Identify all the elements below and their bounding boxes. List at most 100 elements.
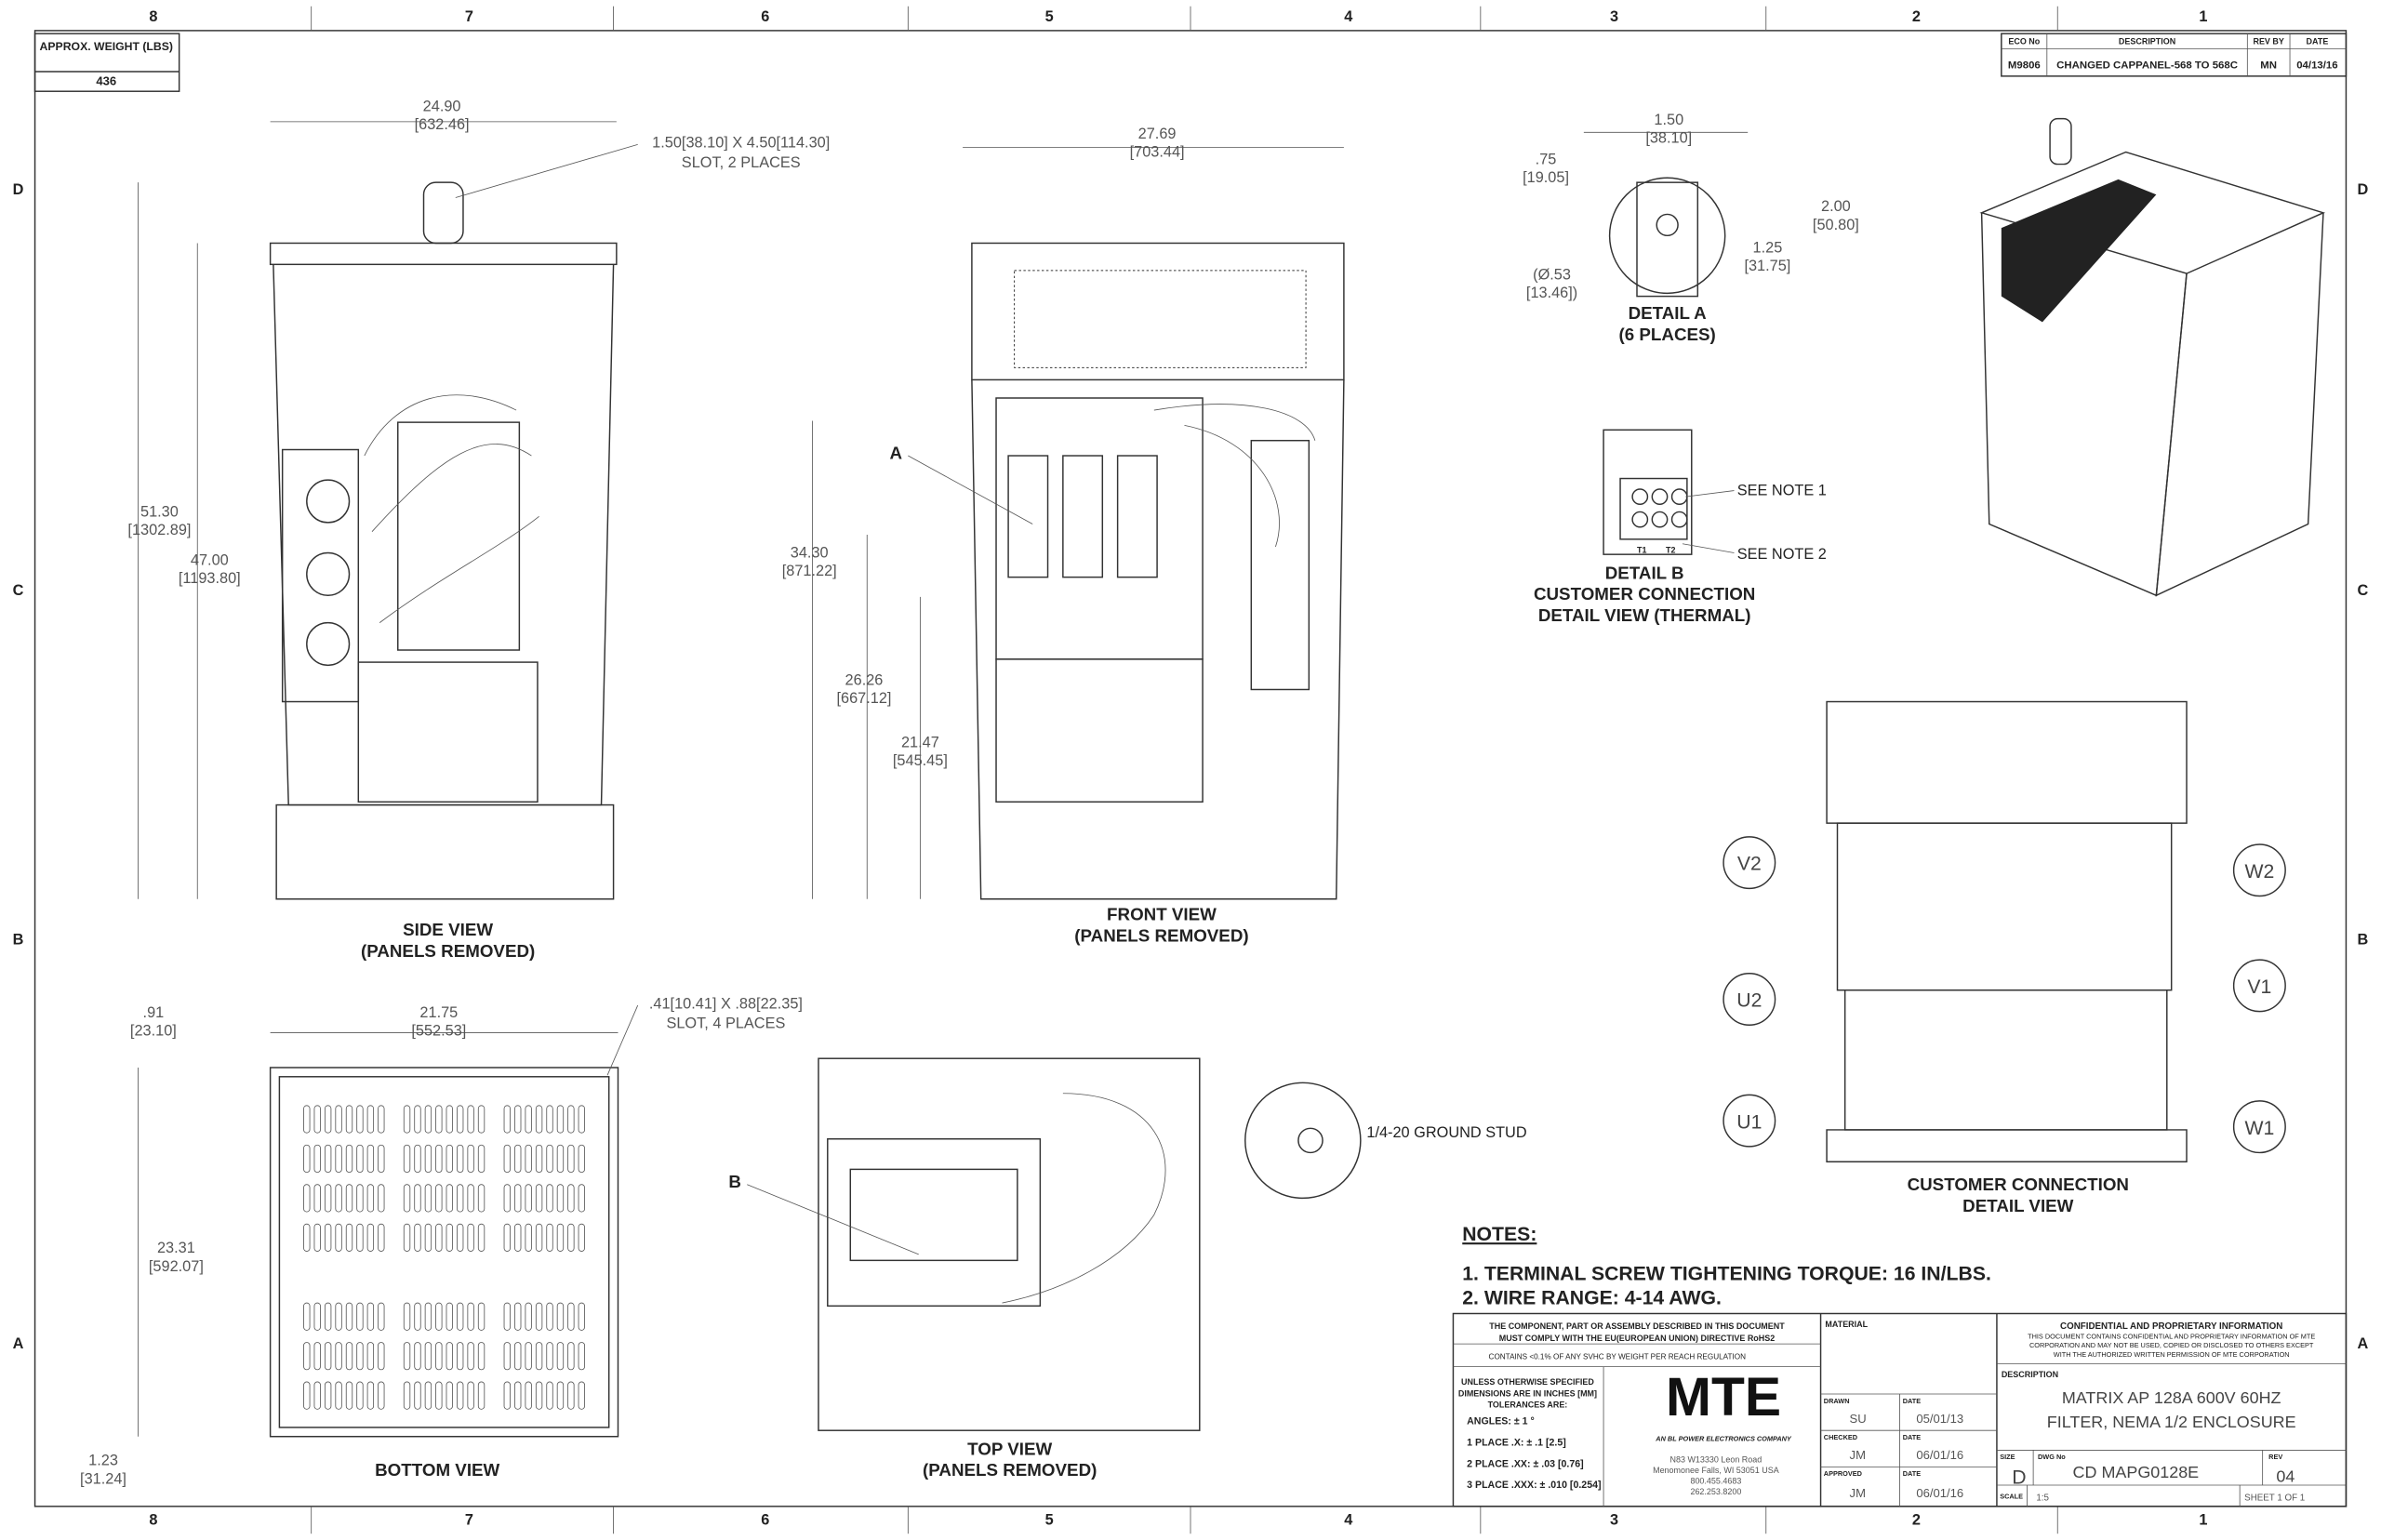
bottom-view-title: BOTTOM VIEW: [375, 1460, 499, 1480]
address-2: Menomonee Falls, WI 53051 USA: [1653, 1466, 1779, 1475]
terminal-callout-u2: [1723, 973, 1776, 1027]
address-1: N83 W13330 Leon Road: [1670, 1454, 1762, 1464]
dwg-no-value: CD MAPG0128E: [2073, 1463, 2200, 1481]
approved-label: APPROVED: [1824, 1469, 1862, 1478]
scale-value: 1:5: [2036, 1493, 2049, 1503]
zone-row-D: D: [2358, 181, 2369, 198]
view-labels: SIDE VIEW (PANELS REMOVED) FRONT VIEW (P…: [361, 303, 2129, 1480]
terminal-label: V1: [2247, 976, 2271, 998]
top-view-subtitle: (PANELS REMOVED): [923, 1460, 1097, 1480]
zone-row-C: C: [2358, 582, 2369, 599]
terminal-label: U1: [1736, 1111, 1762, 1133]
bottom-view: [269, 1067, 619, 1438]
tol-line-3: TOLERANCES ARE:: [1488, 1401, 1568, 1410]
revision-block: ECO No DESCRIPTION REV BY DATE M9806 CHA…: [2001, 33, 2348, 77]
address-phone-1: 800.455.4683: [1690, 1476, 1741, 1485]
zone-column-2: 2: [1912, 1511, 1921, 1528]
zone-column-1: 1: [2199, 1511, 2207, 1528]
rev-header-by: REV BY: [2253, 37, 2283, 46]
weight-box: APPROX. WEIGHT (LBS) 436: [33, 33, 180, 92]
dimension-mm: [1193.80]: [179, 570, 241, 587]
customer-view-subtitle: DETAIL VIEW: [1962, 1196, 2073, 1215]
dimension-mm: [50.80]: [1813, 217, 1859, 233]
zone-row-C: C: [13, 582, 24, 599]
zone-row-A: A: [13, 1335, 24, 1352]
side-view-subtitle: (PANELS REMOVED): [361, 941, 535, 961]
dimension-annotations: 24.90[632.46]51.30[1302.89]47.00[1193.80…: [80, 98, 1859, 1487]
zone-column-6: 6: [761, 1511, 769, 1528]
rev-value: 04: [2276, 1467, 2295, 1486]
top-view-title: TOP VIEW: [967, 1439, 1052, 1458]
dimension-mm: [19.05]: [1523, 169, 1569, 186]
drawn-label: DRAWN: [1824, 1397, 1850, 1405]
drawing-border: [33, 30, 2348, 1507]
rohs-line-1: THE COMPONENT, PART OR ASSEMBLY DESCRIBE…: [1489, 1321, 1785, 1331]
dimension-inches: .75: [1536, 152, 1557, 168]
see-note-2: SEE NOTE 2: [1737, 546, 1827, 563]
zone-column-7: 7: [465, 1511, 473, 1528]
dimension-mm: [31.24]: [80, 1470, 126, 1487]
zone-column-3: 3: [1610, 1511, 1618, 1528]
approved-by: JM: [1850, 1486, 1866, 1500]
dimension-mm: [632.46]: [415, 116, 470, 133]
zone-row-B: B: [13, 932, 24, 949]
slot-2-places-size: 1.50[38.10] X 4.50[114.30]: [652, 135, 830, 152]
detail-a-subtitle: (6 PLACES): [1619, 325, 1716, 344]
terminal-callout-w1: [2232, 1100, 2286, 1154]
checked-date-label: DATE: [1903, 1433, 1922, 1441]
dimension-mm: [667.12]: [836, 690, 891, 707]
detail-b: [1603, 429, 1735, 555]
confidential-line-2: CORPORATION AND MAY NOT BE USED, COPIED …: [2029, 1341, 2314, 1349]
checked-date: 06/01/16: [1916, 1448, 1963, 1462]
dimension-mm: [552.53]: [411, 1023, 466, 1040]
dimension-inches: 34.30: [791, 544, 829, 561]
zone-column-5: 5: [1045, 1511, 1054, 1528]
notes-title: NOTES:: [1462, 1224, 1536, 1245]
detail-b-subtitle-1: CUSTOMER CONNECTION: [1534, 584, 1755, 604]
slot-2-places-note: SLOT, 2 PLACES: [682, 154, 801, 171]
rev-header-desc: DESCRIPTION: [2119, 37, 2175, 46]
zone-column-3: 3: [1610, 8, 1618, 25]
description-label: DESCRIPTION: [2002, 1370, 2058, 1379]
notes: NOTES: 1. TERMINAL SCREW TIGHTENING TORQ…: [1462, 1224, 1991, 1309]
size-value: D: [2012, 1467, 2026, 1488]
ground-stud-label: 1/4-20 GROUND STUD: [1366, 1124, 1526, 1141]
dimension-inches: 51.30: [140, 503, 179, 520]
weight-label: APPROX. WEIGHT (LBS): [40, 40, 173, 53]
terminal-callout-v1: [2232, 959, 2286, 1013]
dimension-mm: [592.07]: [149, 1258, 204, 1275]
detail-b-marker: B: [728, 1172, 741, 1191]
zone-column-8: 8: [149, 8, 157, 25]
detail-a-title: DETAIL A: [1629, 303, 1708, 323]
mte-tagline: AN BL POWER ELECTRONICS COMPANY: [1655, 1435, 1792, 1443]
dimension-inches: 21.75: [419, 1004, 458, 1021]
dimension-inches: 1.23: [88, 1453, 118, 1469]
weight-value: 436: [96, 74, 116, 88]
drawn-date: 05/01/13: [1916, 1412, 1963, 1426]
see-note-1: SEE NOTE 1: [1737, 482, 1827, 498]
ground-stud-detail: [1244, 1082, 1362, 1200]
scale-label: SCALE: [2000, 1493, 2023, 1501]
tol-line-2: DIMENSIONS ARE IN INCHES [MM]: [1458, 1388, 1597, 1398]
top-view: [818, 1057, 1362, 1431]
mte-logo: MTE: [1666, 1367, 1781, 1427]
title-block: THE COMPONENT, PART OR ASSEMBLY DESCRIBE…: [1452, 1312, 2348, 1507]
zone-column-2: 2: [1912, 8, 1921, 25]
drawn-date-label: DATE: [1903, 1397, 1922, 1405]
dimension-mm: [38.10]: [1645, 130, 1692, 147]
rev-desc: CHANGED CAPPANEL-568 TO 568C: [2056, 60, 2238, 72]
dimension-inches: (Ø.53: [1533, 267, 1571, 284]
rev-header-date: DATE: [2307, 37, 2329, 46]
slot-4-places-note: SLOT, 4 PLACES: [666, 1016, 785, 1032]
dimension-inches: 24.90: [423, 98, 461, 114]
note-2: 2. WIRE RANGE: 4-14 AWG.: [1462, 1288, 1722, 1309]
zone-column-8: 8: [149, 1511, 157, 1528]
detail-b-title: DETAIL B: [1605, 563, 1684, 582]
rev-date: 04/13/16: [2296, 60, 2337, 72]
confidential-line-3: WITH THE AUTHORIZED WRITTEN PERMISSION O…: [2054, 1350, 2290, 1359]
terminal-label: U2: [1736, 990, 1762, 1012]
drawn-by: SU: [1850, 1412, 1867, 1426]
tol-2-place: 2 PLACE .XX: ± .03 [0.76]: [1467, 1458, 1584, 1469]
dimension-inches: 2.00: [1821, 198, 1851, 215]
detail-a: [1608, 177, 1726, 298]
